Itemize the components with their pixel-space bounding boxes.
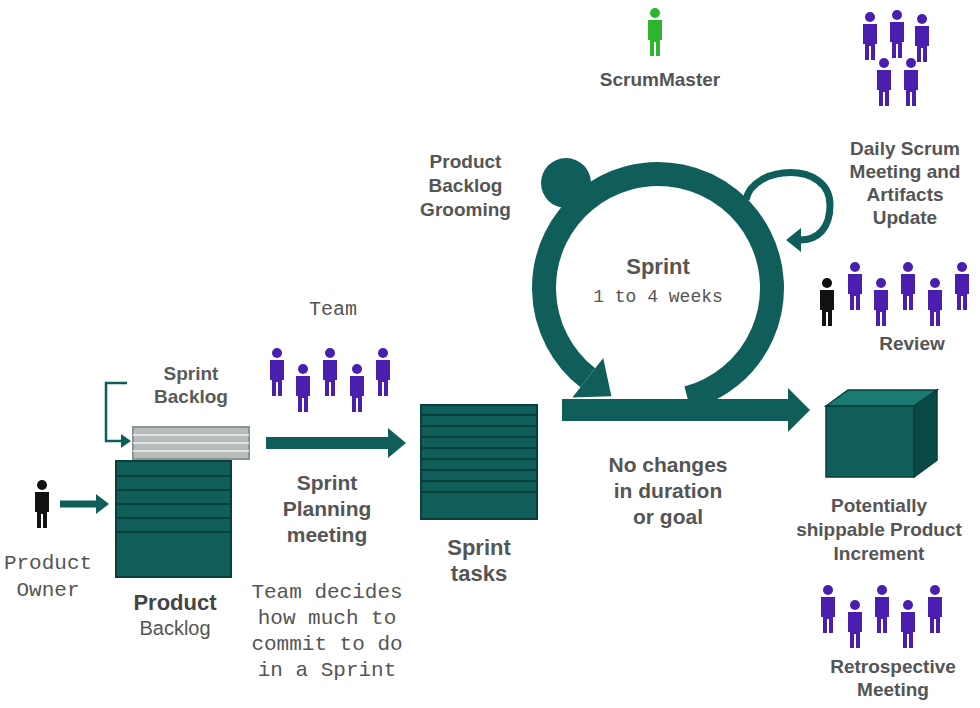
arrowhead bbox=[388, 428, 406, 458]
text-label: Product Backlog Grooming bbox=[408, 150, 523, 222]
person-icon bbox=[270, 348, 284, 396]
stack-divider bbox=[421, 436, 537, 438]
backlog-stack: ProductBacklog bbox=[110, 458, 240, 640]
bracket-arrowhead bbox=[121, 434, 131, 448]
text-label: Sprint bbox=[568, 254, 748, 280]
person-icon bbox=[874, 278, 888, 326]
shape-graphic bbox=[420, 404, 538, 520]
person-icon bbox=[955, 262, 969, 310]
person-icon bbox=[901, 262, 915, 310]
person-icon bbox=[863, 12, 877, 60]
role-figure: Product Owner bbox=[0, 480, 96, 604]
shape-graphic bbox=[115, 460, 232, 578]
person-icon bbox=[376, 348, 390, 396]
stack-divider bbox=[421, 480, 537, 482]
cycle-arrowhead bbox=[572, 358, 611, 397]
text-label: Product bbox=[110, 590, 240, 616]
stack-divider bbox=[421, 414, 537, 416]
task-stack: Sprint tasks bbox=[410, 402, 548, 587]
stack-divider bbox=[116, 489, 231, 491]
person-icon bbox=[350, 364, 364, 412]
backlog-stack: Sprint Backlog bbox=[130, 362, 252, 460]
text-label: 1 to 4 weeks bbox=[568, 286, 748, 308]
loop-arrowhead bbox=[786, 228, 801, 252]
arrowhead bbox=[788, 388, 810, 432]
text-label: Retrospective Meeting bbox=[818, 655, 968, 701]
person-icon bbox=[915, 14, 929, 62]
person-icon bbox=[848, 600, 862, 648]
cycle-center: Sprint 1 to 4 weeks bbox=[532, 162, 784, 414]
text-label: Daily Scrum Meeting and Artifacts Update bbox=[845, 137, 965, 229]
people-group bbox=[270, 348, 390, 412]
text-label: Team bbox=[293, 298, 373, 322]
cycle-ring bbox=[544, 174, 772, 398]
text-label: Potentially shippable Product Increment bbox=[789, 494, 969, 566]
stack-divider bbox=[116, 475, 231, 477]
text-label: Review bbox=[862, 332, 962, 355]
people-group bbox=[848, 262, 969, 326]
bracket-line bbox=[106, 383, 127, 441]
stack-divider bbox=[116, 517, 231, 519]
shape-graphic bbox=[32, 480, 52, 528]
text-label: Sprint Backlog bbox=[130, 362, 252, 408]
cube-front bbox=[826, 406, 914, 477]
text-label: Sprint tasks bbox=[429, 535, 529, 587]
person-icon bbox=[35, 480, 49, 528]
text-label: Sprint Planning meeting bbox=[262, 470, 392, 548]
text-label: Team decides how much to commit to do in… bbox=[243, 580, 411, 684]
people-group bbox=[863, 10, 929, 106]
stack-body bbox=[116, 461, 231, 577]
person-icon bbox=[648, 8, 662, 56]
connector-line bbox=[562, 399, 789, 421]
person-icon bbox=[875, 585, 889, 633]
stack-divider bbox=[116, 503, 231, 505]
connector-line bbox=[60, 501, 97, 508]
person-icon bbox=[848, 262, 862, 310]
sprint-cycle: Sprint 1 to 4 weeks bbox=[532, 162, 784, 414]
stack-divider bbox=[133, 450, 249, 452]
text-label: Backlog bbox=[110, 616, 240, 640]
arrowhead bbox=[96, 494, 109, 514]
text-label: Product Owner bbox=[0, 550, 96, 604]
increment-cube: Potentially shippable Product Increment bbox=[782, 388, 976, 566]
stack-divider bbox=[421, 469, 537, 471]
stack-divider bbox=[421, 491, 537, 493]
stack-divider bbox=[133, 442, 249, 444]
stack-divider bbox=[133, 434, 249, 436]
text-label: ScrumMaster bbox=[590, 68, 730, 91]
person-icon bbox=[323, 348, 337, 396]
arrow-connector bbox=[266, 428, 406, 458]
arrow-connector bbox=[60, 494, 109, 514]
stack-divider bbox=[421, 458, 537, 460]
person-icon bbox=[890, 10, 904, 58]
person-icon bbox=[296, 364, 310, 412]
person-icon bbox=[821, 585, 835, 633]
person-icon bbox=[901, 600, 915, 648]
stack-body bbox=[133, 427, 249, 459]
person-icon bbox=[928, 585, 942, 633]
cube-side bbox=[914, 390, 937, 477]
people-group bbox=[821, 585, 942, 648]
text-label: No changes in duration or goal bbox=[603, 452, 733, 530]
person-icon bbox=[877, 58, 891, 106]
stack-divider bbox=[421, 447, 537, 449]
person-icon bbox=[904, 58, 918, 106]
stack-divider bbox=[421, 425, 537, 427]
shape-graphic bbox=[825, 388, 939, 478]
person-icon bbox=[820, 278, 834, 326]
connector-line bbox=[266, 437, 389, 449]
shape-graphic bbox=[132, 426, 250, 460]
stack-body bbox=[421, 405, 537, 519]
person-icon bbox=[928, 278, 942, 326]
stack-divider bbox=[116, 531, 231, 533]
